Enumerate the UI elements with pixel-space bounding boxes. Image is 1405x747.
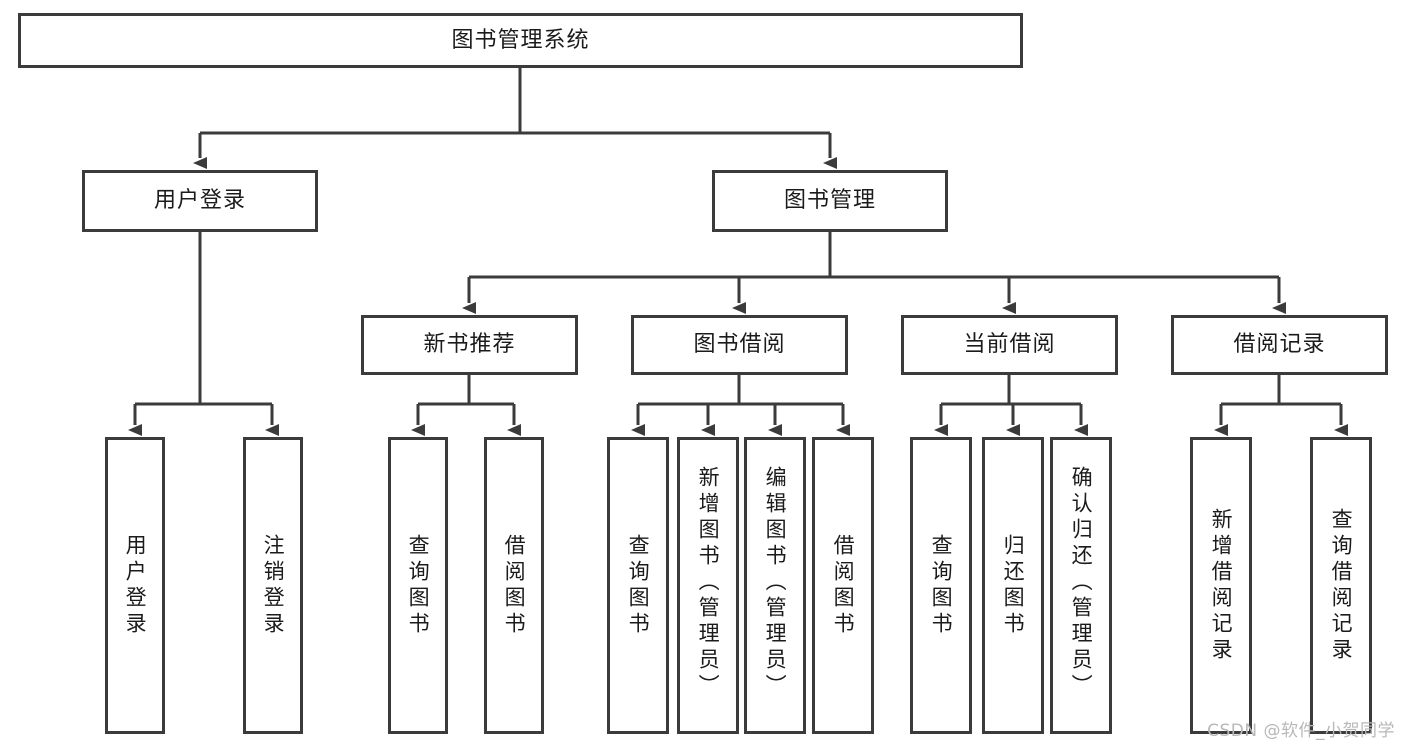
node-leaf-user-login-label: 用户登录 [123,533,148,638]
node-new-book-recommend-label: 新书推荐 [423,332,516,358]
node-book-borrow-label: 图书借阅 [693,332,786,358]
node-leaf-query-book-3[interactable]: 查询图书 [910,437,972,734]
node-leaf-edit-book[interactable]: 编辑图书（管理员） [744,437,806,734]
node-current-borrow[interactable]: 当前借阅 [901,315,1118,375]
node-root-label: 图书管理系统 [451,27,590,53]
node-leaf-add-record-label: 新增借阅记录 [1209,507,1234,664]
node-leaf-confirm-return-label: 确认归还（管理员） [1069,466,1094,700]
node-leaf-query-book-2[interactable]: 查询图书 [607,437,669,734]
node-user-login[interactable]: 用户登录 [82,170,318,232]
node-book-manage[interactable]: 图书管理 [712,170,948,232]
node-borrow-record-label: 借阅记录 [1233,332,1326,358]
node-new-book-recommend[interactable]: 新书推荐 [361,315,578,375]
node-leaf-add-record[interactable]: 新增借阅记录 [1190,437,1252,734]
node-leaf-edit-book-label: 编辑图书（管理员） [763,466,788,700]
node-current-borrow-label: 当前借阅 [963,332,1056,358]
node-leaf-query-record[interactable]: 查询借阅记录 [1310,437,1372,734]
node-leaf-query-book-3-label: 查询图书 [929,533,954,638]
node-leaf-add-book[interactable]: 新增图书（管理员） [677,437,739,734]
node-user-login-label: 用户登录 [153,188,246,214]
node-leaf-borrow-book-2-label: 借阅图书 [831,533,856,638]
node-leaf-add-book-label: 新增图书（管理员） [696,466,721,700]
csdn-watermark: CSDN @软件_小贺同学 [1207,721,1395,741]
node-leaf-logout-label: 注销登录 [261,533,286,638]
node-leaf-borrow-book-1[interactable]: 借阅图书 [484,437,544,734]
node-book-manage-label: 图书管理 [783,188,876,214]
node-leaf-user-login[interactable]: 用户登录 [105,437,165,734]
node-leaf-query-record-label: 查询借阅记录 [1329,507,1354,664]
node-borrow-record[interactable]: 借阅记录 [1171,315,1388,375]
node-leaf-logout[interactable]: 注销登录 [243,437,303,734]
node-leaf-confirm-return[interactable]: 确认归还（管理员） [1050,437,1112,734]
node-book-borrow[interactable]: 图书借阅 [631,315,848,375]
node-leaf-query-book-2-label: 查询图书 [626,533,651,638]
node-leaf-query-book-1[interactable]: 查询图书 [388,437,448,734]
node-leaf-return-book[interactable]: 归还图书 [982,437,1044,734]
node-leaf-query-book-1-label: 查询图书 [406,533,431,638]
node-root[interactable]: 图书管理系统 [18,13,1023,68]
node-leaf-return-book-label: 归还图书 [1001,533,1026,638]
node-leaf-borrow-book-1-label: 借阅图书 [502,533,527,638]
node-leaf-borrow-book-2[interactable]: 借阅图书 [812,437,874,734]
